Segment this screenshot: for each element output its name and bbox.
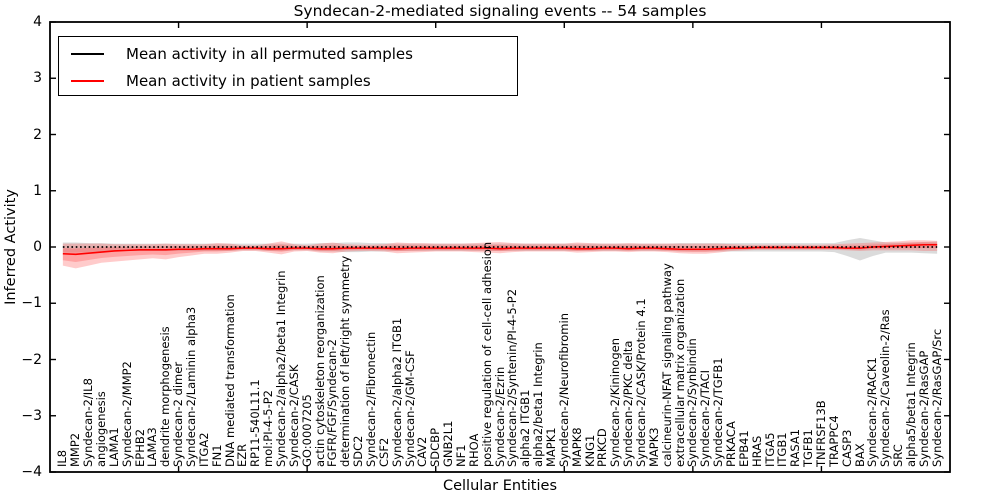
x-tick-label: Syndecan-2/CASK/Protein 4.1 <box>633 298 648 467</box>
permuted-line-sample-icon <box>71 52 104 55</box>
legend-entry-patient: Mean activity in patient samples <box>59 67 517 94</box>
legend-entry-permuted: Mean activity in all permuted samples <box>59 40 517 67</box>
chart-title: Syndecan-2-mediated signaling events -- … <box>293 2 707 20</box>
x-tick-label: MAPK1 <box>543 427 558 467</box>
y-tick-label: 4 <box>33 14 42 30</box>
x-tick-label: Syndecan-2/alpha2 ITGB1 <box>389 317 404 467</box>
legend-box: Mean activity in all permuted samples Me… <box>58 36 518 96</box>
x-tick-label: Syndecan-2/MMP2 <box>119 361 134 467</box>
x-tick-label: LAMA1 <box>106 427 121 467</box>
x-tick-label: NF1 <box>453 444 468 467</box>
x-tick-label: RHOA <box>466 433 481 467</box>
y-tick-label: −4 <box>21 464 42 480</box>
x-tick-label: HRAS <box>749 435 764 467</box>
x-axis-label: Cellular Entities <box>442 478 558 494</box>
x-tick-label: MAPK3 <box>646 427 661 467</box>
y-tick-label: 1 <box>33 182 42 199</box>
y-tick-label: −1 <box>21 295 42 312</box>
x-tick-label: TRAPPC4 <box>826 415 841 467</box>
legend-label-permuted: Mean activity in all permuted samples <box>126 44 413 63</box>
y-tick-label: 2 <box>33 126 42 143</box>
y-tick-label: 0 <box>33 239 42 255</box>
patient-range-band-inner <box>62 242 938 263</box>
x-tick-label: Syndecan-2/Laminin alpha3 <box>183 306 198 467</box>
x-tick-label: ITGA2 <box>196 432 211 467</box>
x-tick-label: Syndecan-2/alpha2/beta1 Integrin <box>273 270 288 467</box>
x-tick-label: EPB41 <box>736 430 751 467</box>
x-tick-label: MAPK8 <box>569 427 584 467</box>
x-tick-label: positive regulation of cell-cell adhesio… <box>479 241 494 467</box>
y-tick-label: 3 <box>33 70 42 87</box>
x-tick-label: Syndecan-2/Neurofibromin <box>556 313 571 467</box>
x-tick-label: FN1 <box>209 444 224 467</box>
x-tick-label: PRKACA <box>723 421 738 467</box>
x-tick-label: CASP3 <box>839 429 854 467</box>
y-tick-label: −3 <box>21 407 42 424</box>
x-tick-label: CSF2 <box>376 437 391 467</box>
x-tick-label: TNFRSF13B <box>813 400 828 467</box>
x-tick-label: Syndecan-2/Fibronectin <box>363 331 378 467</box>
x-tick-label: Syndecan-2/RasGAP/Src <box>929 328 944 467</box>
legend-label-patient: Mean activity in patient samples <box>126 71 371 90</box>
patient-range-band-outer <box>62 240 938 269</box>
patient-mean-line <box>62 243 938 256</box>
x-tick-label: DNA mediated transformation <box>222 294 237 467</box>
x-tick-label: GO:0007205 <box>299 394 314 467</box>
x-tick-label: Syndecan-2/RasGAP <box>916 350 931 467</box>
patient-line-sample-icon <box>71 79 104 82</box>
y-tick-label: −2 <box>21 351 42 368</box>
x-tick-label: alpha5/beta1 Integrin <box>903 342 918 467</box>
x-tick-label: angiogenesis <box>93 391 108 467</box>
x-tick-label: Syndecan-2/CASK <box>286 364 301 467</box>
x-tick-label: calcineurin-NFAT signaling pathway <box>659 263 674 467</box>
